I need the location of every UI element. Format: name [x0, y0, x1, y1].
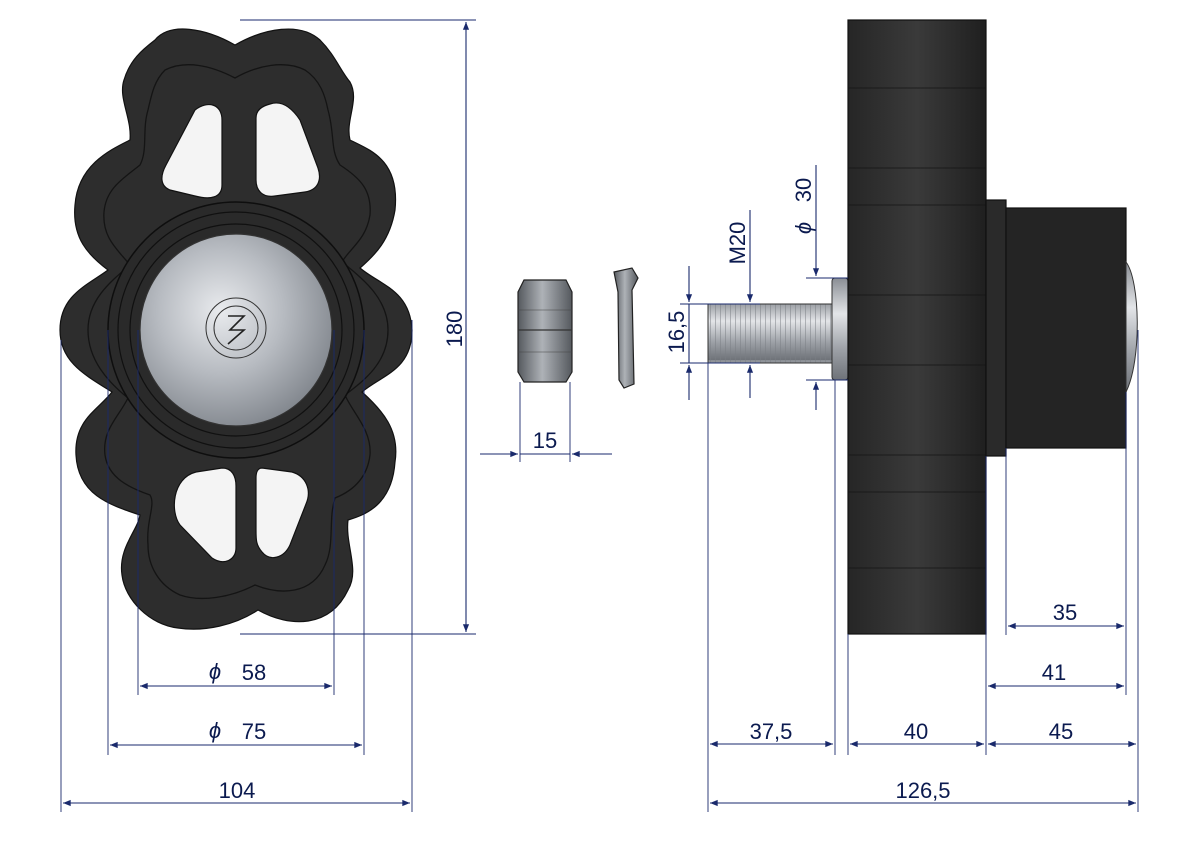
window-bottom-right [255, 467, 309, 559]
dim-stud-length: 37,5 [750, 719, 793, 744]
flange [985, 199, 1007, 457]
sprocket-body [847, 19, 987, 635]
dim-overall-height: 180 [442, 311, 467, 348]
logo-icon [227, 315, 247, 345]
left-view-dimensions [60, 19, 476, 812]
hub-ring-line [117, 211, 355, 449]
split-washer [613, 267, 639, 389]
right-view-dimensions [680, 165, 1139, 812]
dim-bore-diameter: 58 [242, 660, 266, 685]
nut-dimensions [480, 382, 612, 462]
dim-thread-size: M20 [725, 222, 750, 265]
dim-sprocket-thickness: 40 [904, 719, 928, 744]
hub-ring-line-2 [129, 223, 343, 437]
window-top-left [161, 103, 223, 199]
dim-hub-diameter: 75 [242, 719, 266, 744]
dim-collar-diameter: 30 [791, 178, 816, 202]
cap-dome [1125, 260, 1138, 393]
dim-overall-length: 126,5 [895, 778, 950, 803]
hub-logo-ring [205, 297, 267, 359]
sprocket-side-view [707, 19, 1138, 635]
nut-body [517, 279, 573, 383]
dim-nut-width: 15 [533, 428, 557, 453]
dim-cap-overall: 45 [1049, 719, 1073, 744]
dim-stud-diameter: 16,5 [664, 311, 689, 354]
dim-cap-length: 35 [1053, 600, 1077, 625]
window-bottom-left [173, 467, 237, 563]
stud [707, 303, 833, 364]
sprocket-front-view [59, 28, 413, 630]
window-top-right [255, 102, 321, 197]
diameter-symbol: ϕ [209, 659, 221, 684]
nut [517, 279, 573, 383]
collar [831, 277, 849, 381]
washer-body [613, 267, 639, 389]
dim-cap-body-length: 41 [1042, 660, 1066, 685]
cap-body [1005, 207, 1127, 449]
dim-overall-width: 104 [219, 778, 256, 803]
diameter-symbol: ϕ [209, 718, 221, 743]
diameter-symbol: ϕ [791, 222, 816, 234]
hub-logo-inner [213, 305, 259, 351]
